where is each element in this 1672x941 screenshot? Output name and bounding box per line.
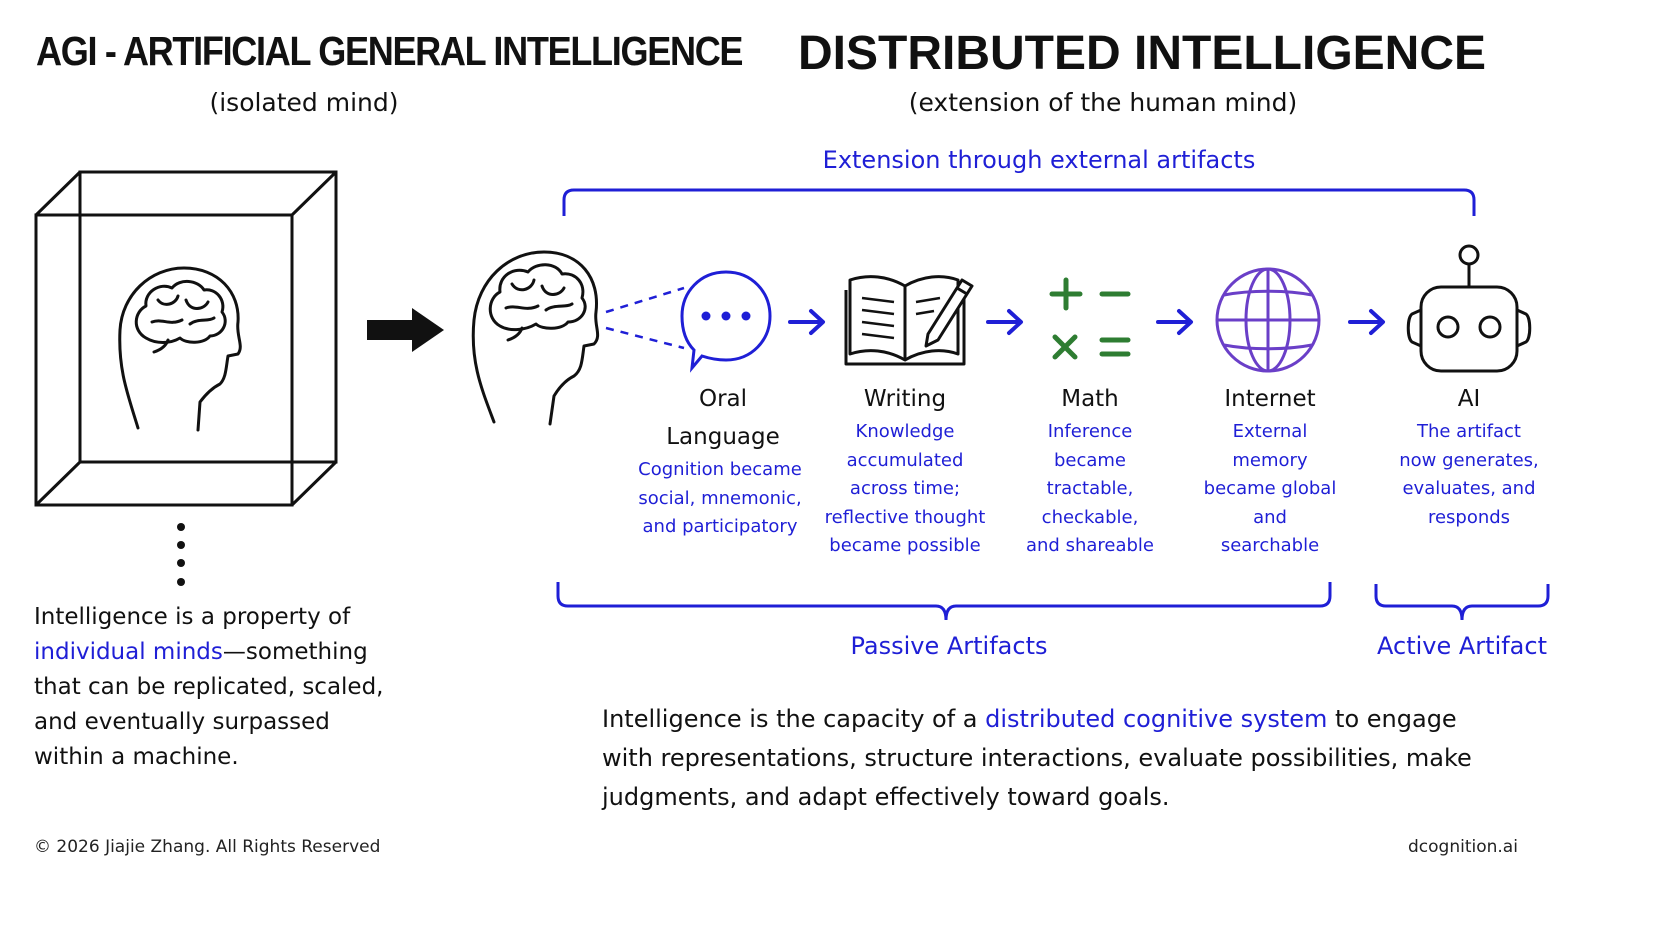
agi-description-part2: —something that can be replicated, scale… (34, 639, 384, 770)
agi-description-part1: Intelligence is a property of (34, 604, 351, 630)
passive-bracket (556, 582, 1332, 621)
copyright: © 2026 Jiajie Zhang. All Rights Reserved (34, 837, 381, 857)
distributed-description-part1: Intelligence is the capacity of a (602, 705, 986, 733)
distributed-subtitle: (extension of the human mind) (908, 88, 1298, 117)
arrow-icon (788, 309, 825, 335)
node-title: AI (1457, 386, 1481, 412)
node-description: Cognition became social, mnemonic, and p… (638, 459, 802, 537)
passive-artifacts-label: Passive Artifacts (850, 632, 1048, 660)
arrow-icon (1348, 309, 1385, 335)
node-title: Math (1061, 386, 1119, 412)
agi-highlight: individual minds (34, 639, 223, 665)
distributed-description: Intelligence is the capacity of a distri… (602, 700, 1502, 817)
distributed-highlight: distributed cognitive system (985, 705, 1328, 733)
dotted-connector (177, 523, 185, 586)
cube-icon (34, 170, 338, 507)
distributed-title: DISTRIBUTED INTELLIGENCE (798, 27, 1487, 80)
book-pencil-icon (844, 275, 974, 366)
top-bracket (562, 188, 1476, 216)
node-internet: Internet External memory became global a… (1195, 380, 1345, 561)
arrow-icon (1156, 309, 1193, 335)
node-description: The artifact now generates, evaluates, a… (1399, 421, 1539, 528)
big-arrow-icon (367, 308, 444, 352)
globe-icon (1215, 267, 1321, 373)
node-ai: AI The artifact now generates, evaluates… (1394, 380, 1544, 532)
node-math: Math Inference became tractable, checkab… (1015, 380, 1165, 561)
dashed-connector (605, 286, 685, 350)
agi-title: AGI - ARTIFICIAL GENERAL INTELLIGENCE (36, 28, 744, 74)
extension-label: Extension through external artifacts (822, 146, 1256, 174)
head-brain-icon (118, 266, 242, 432)
robot-icon (1406, 244, 1532, 373)
active-artifact-label: Active Artifact (1377, 632, 1547, 660)
agi-subtitle: (isolated mind) (209, 88, 399, 117)
speech-bubble-icon (680, 270, 772, 373)
node-oral-language: Oral Language Cognition became social, m… (638, 380, 808, 542)
node-writing: Writing Knowledge accumulated across tim… (820, 380, 990, 561)
node-description: Inference became tractable, checkable, a… (1025, 421, 1154, 556)
site-link[interactable]: dcognition.ai (1408, 837, 1518, 857)
node-title: Writing (863, 386, 947, 412)
agi-description: Intelligence is a property of individual… (34, 600, 394, 775)
math-symbols-icon (1049, 277, 1131, 360)
node-title: Oral Language (666, 386, 780, 450)
node-description: External memory became global and search… (1203, 421, 1337, 556)
node-description: Knowledge accumulated across time; refle… (824, 421, 986, 556)
active-bracket (1374, 584, 1550, 621)
arrow-icon (986, 309, 1023, 335)
human-head-icon (471, 250, 600, 426)
distributed-description-part2: to engage with representations, structur… (602, 705, 1472, 811)
flow-arrows (788, 309, 1385, 335)
node-title: Internet (1224, 386, 1316, 412)
